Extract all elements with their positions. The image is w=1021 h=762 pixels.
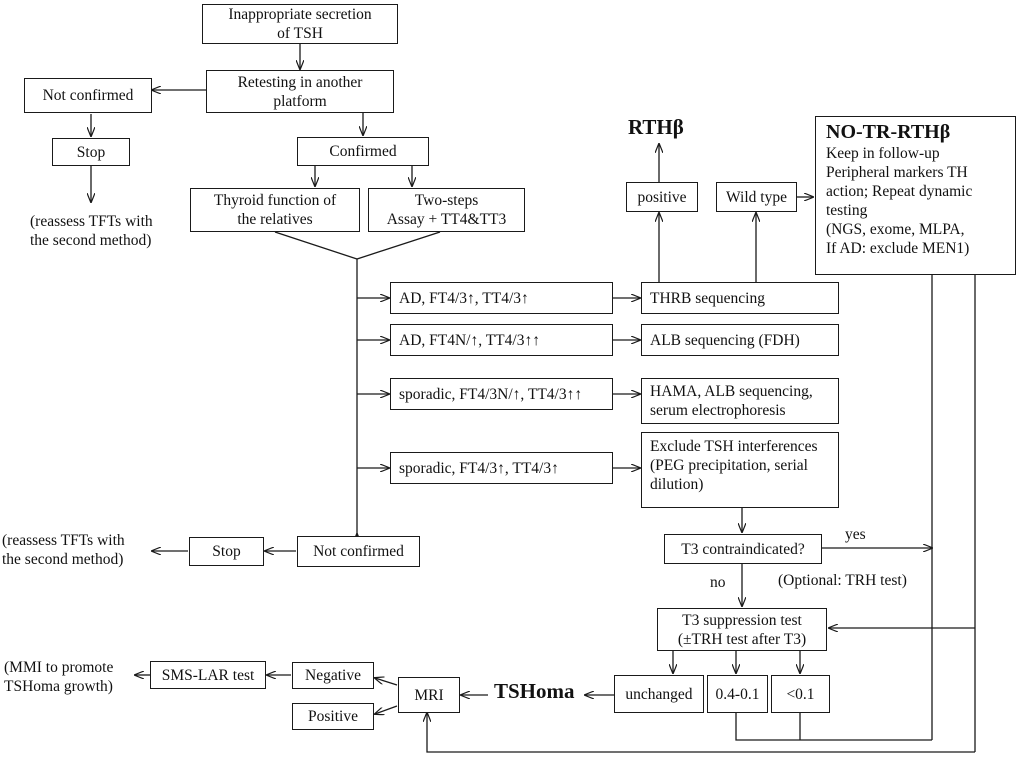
node-exclude-tsh-line-2: (PEG precipitation, serial: [650, 457, 808, 474]
node-two-steps: Two-steps Assay + TT4&TT3: [368, 188, 525, 232]
node-alb-label: ALB sequencing (FDH): [650, 331, 800, 349]
node-thyroid-relatives-line-1: Thyroid function of: [213, 192, 337, 209]
node-hama-line-1: HAMA, ALB sequencing,: [650, 383, 813, 400]
node-two-steps-line-1: Two-steps: [414, 192, 479, 209]
node-range-label: 0.4-0.1: [715, 685, 760, 703]
node-wild-type: Wild type: [716, 182, 797, 212]
node-no-tr-line-1: Keep in follow-up: [826, 145, 940, 162]
node-positive-bottom: Positive: [292, 703, 374, 730]
node-no-tr-line-3: action; Repeat dynamic: [826, 183, 973, 200]
node-sporadic-n: sporadic, FT4/3N/↑, TT4/3↑↑: [390, 378, 613, 410]
node-no-tr-line-5: (NGS, exome, MLPA,: [826, 221, 965, 238]
node-sms-lar: SMS-LAR test: [150, 661, 266, 689]
node-wild-type-label: Wild type: [726, 188, 787, 206]
node-t3-contraindicated: T3 contraindicated?: [664, 534, 822, 564]
text-tshoma: TSHoma: [494, 679, 575, 703]
node-retesting-line-2: platform: [273, 92, 327, 110]
node-not-confirmed-top-label: Not confirmed: [42, 87, 134, 104]
node-inappropriate-secretion: Inappropriate secretion of TSH: [202, 4, 398, 44]
node-lt01-label: <0.1: [786, 685, 815, 703]
node-exclude-tsh: Exclude TSH interferences (PEG precipita…: [641, 432, 839, 508]
node-not-confirmed-bottom: Not confirmed: [297, 536, 420, 567]
node-hama-line-2: serum electrophoresis: [650, 402, 786, 419]
arrow-mri-to-negative: [375, 678, 398, 686]
node-t3-suppression-line-1: T3 suppression test: [682, 611, 802, 629]
merge-right: [356, 231, 441, 260]
node-stop-bottom: Stop: [189, 537, 264, 566]
node-two-steps-line-2: Assay + TT4&TT3: [386, 211, 507, 228]
text-mmi-line-1: (MMI to promote: [4, 659, 114, 676]
node-unchanged: unchanged: [614, 675, 704, 713]
text-reassess-bottom-line-1: (reassess TFTs with: [2, 532, 125, 549]
node-sporadic-up: sporadic, FT4/3↑, TT4/3↑: [390, 452, 613, 484]
node-positive-top-label: positive: [637, 188, 687, 206]
node-stop-top-label: Stop: [76, 143, 106, 161]
node-retesting-line-1: Retesting in another: [237, 73, 363, 91]
node-exclude-tsh-line-3: dilution): [650, 476, 704, 493]
text-rthb: RTHβ: [628, 115, 684, 139]
node-thyroid-relatives-line-2: the relatives: [237, 211, 313, 228]
node-unchanged-label: unchanged: [625, 685, 693, 703]
node-not-confirmed-top: Not confirmed: [24, 78, 152, 113]
node-inappropriate-line-1: Inappropriate secretion: [228, 6, 372, 23]
text-reassess-top: (reassess TFTs with the second method): [30, 212, 153, 250]
node-sms-lar-label: SMS-LAR test: [161, 666, 255, 684]
arrow-mri-to-positive: [375, 705, 398, 714]
node-confirmed: Confirmed: [297, 137, 429, 166]
node-inappropriate-line-2: of TSH: [277, 25, 323, 42]
node-t3-suppression-line-2: (±TRH test after T3): [677, 630, 807, 648]
text-mmi-line-2: TSHoma growth): [4, 678, 113, 695]
node-ad-ft4n: AD, FT4N/↑, TT4/3↑↑: [390, 324, 613, 356]
node-range-04-01: 0.4-0.1: [707, 675, 768, 713]
text-optional-trh: (Optional: TRH test): [778, 572, 907, 589]
node-sporadic-n-label: sporadic, FT4/3N/↑, TT4/3↑↑: [399, 385, 583, 403]
node-thyroid-relatives: Thyroid function of the relatives: [190, 188, 360, 232]
node-mri-label: MRI: [414, 686, 444, 704]
node-stop-bottom-label: Stop: [212, 543, 241, 560]
node-mri: MRI: [398, 677, 460, 713]
node-stop-top: Stop: [52, 138, 130, 166]
node-thrb-sequencing: THRB sequencing: [641, 282, 839, 314]
node-retesting: Retesting in another platform: [206, 70, 394, 113]
text-reassess-top-line-2: the second method): [30, 232, 152, 249]
node-t3-contra-label: T3 contraindicated?: [681, 540, 805, 558]
text-mmi: (MMI to promote TSHoma growth): [4, 658, 113, 696]
merge-left: [274, 231, 358, 260]
arrow-bottom-to-mri: [427, 713, 975, 753]
node-no-tr-line-4: testing: [826, 202, 868, 219]
node-no-tr-rthb: NO-TR-RTHβ Keep in follow-up Peripheral …: [815, 116, 1016, 275]
node-negative: Negative: [292, 662, 374, 689]
text-reassess-top-line-1: (reassess TFTs with: [30, 213, 153, 230]
node-positive-top: positive: [626, 182, 698, 212]
node-exclude-tsh-line-1: Exclude TSH interferences: [650, 438, 818, 455]
text-reassess-bottom-line-2: the second method): [2, 551, 124, 568]
node-no-tr-line-6: If AD: exclude MEN1): [826, 240, 970, 257]
text-yes: yes: [845, 526, 866, 543]
node-ad-ft43-up: AD, FT4/3↑, TT4/3↑: [390, 282, 613, 314]
text-no: no: [710, 574, 726, 591]
node-alb-sequencing: ALB sequencing (FDH): [641, 324, 839, 356]
node-no-tr-rthb-title: NO-TR-RTHβ: [826, 121, 951, 143]
node-t3-suppression: T3 suppression test (±TRH test after T3): [657, 608, 827, 651]
text-reassess-bottom: (reassess TFTs with the second method): [2, 531, 125, 569]
line-range-lt01-join: [735, 713, 932, 741]
node-positive-bottom-label: Positive: [308, 708, 358, 725]
node-no-tr-line-2: Peripheral markers TH: [826, 164, 968, 181]
node-not-confirmed-bottom-label: Not confirmed: [313, 543, 404, 560]
node-negative-label: Negative: [305, 667, 361, 684]
node-thrb-label: THRB sequencing: [650, 289, 765, 307]
node-confirmed-label: Confirmed: [329, 143, 397, 160]
node-ad-ft43-up-label: AD, FT4/3↑, TT4/3↑: [399, 289, 529, 307]
node-ad-ft4n-label: AD, FT4N/↑, TT4/3↑↑: [399, 331, 540, 349]
node-hama: HAMA, ALB sequencing, serum electrophore…: [641, 378, 839, 424]
node-sporadic-up-label: sporadic, FT4/3↑, TT4/3↑: [399, 459, 559, 477]
node-lt-01: <0.1: [771, 675, 830, 713]
